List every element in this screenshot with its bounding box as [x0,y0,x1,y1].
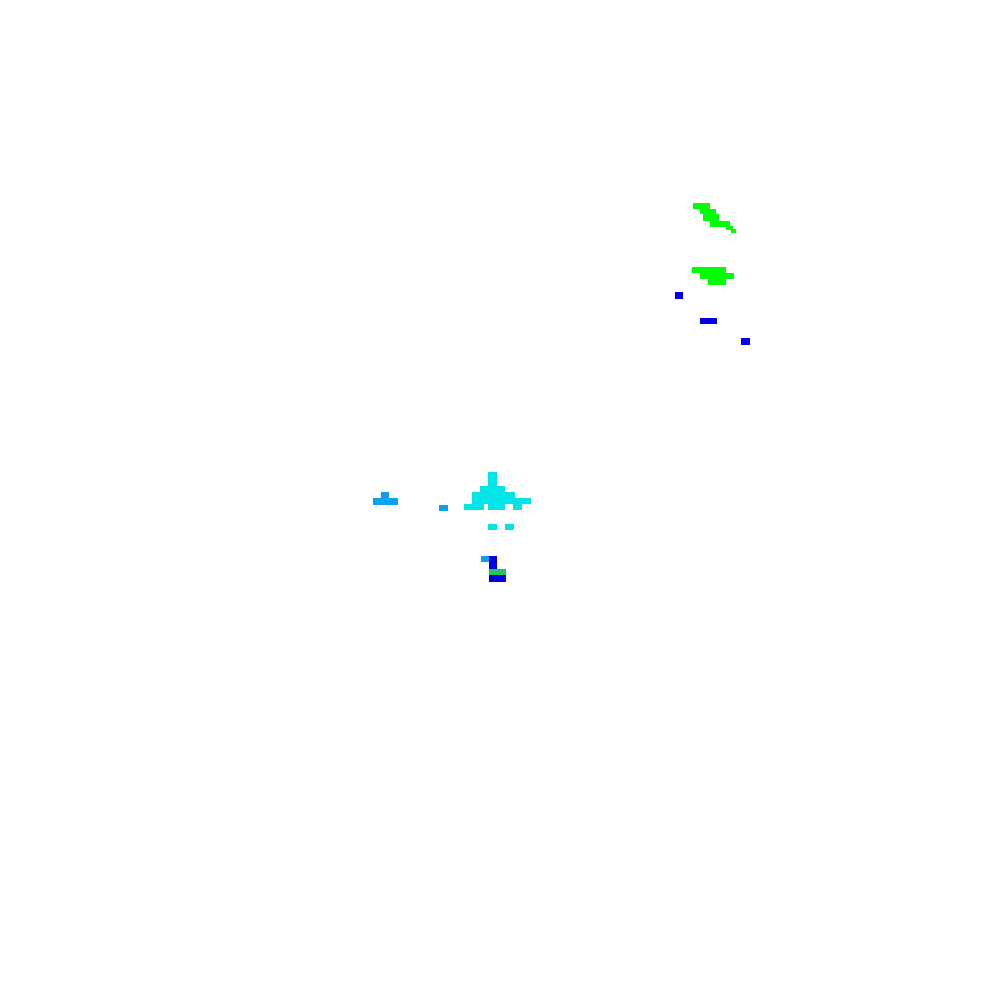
player-ship-pixel [488,479,497,486]
player-ship-pixel [505,524,514,530]
enemy-pixel [731,229,736,233]
player-ship-pixel [488,504,505,510]
enemy-bullet [741,338,750,345]
enemy-pixel [700,209,716,214]
player-ship-pixel [480,486,505,492]
pickup-pixel [481,556,491,562]
enemy-ship-upper [693,203,736,233]
player-ship-pixel [488,472,497,479]
enemy-pixel [693,203,710,209]
enemy-pixel [703,214,719,221]
enemy-ship-lower [692,267,734,285]
player-shot [373,498,398,505]
player-ship-pixel [464,504,484,510]
player-ship-pixel [472,492,515,498]
pickup-pixel [489,556,497,569]
enemy-pixel [710,221,730,227]
player-shot [439,505,448,511]
enemy-bullet [700,318,717,324]
player-shot [381,492,389,498]
enemy-pixel [692,267,726,273]
player-ship-pixel [472,498,531,504]
enemy-pixel [708,279,726,285]
player-projectiles [373,492,448,511]
player-ship-icon [464,472,531,530]
pickup-icon [481,556,506,582]
enemy-bullets [675,292,750,345]
enemy-pixel [700,273,734,279]
pickup-pixel [489,575,506,582]
enemy-pixel [726,226,733,230]
pickup-pixel [489,569,506,575]
player-ship-pixel [513,504,522,510]
enemy-bullet [675,292,683,299]
player-ship-pixel [488,524,497,530]
